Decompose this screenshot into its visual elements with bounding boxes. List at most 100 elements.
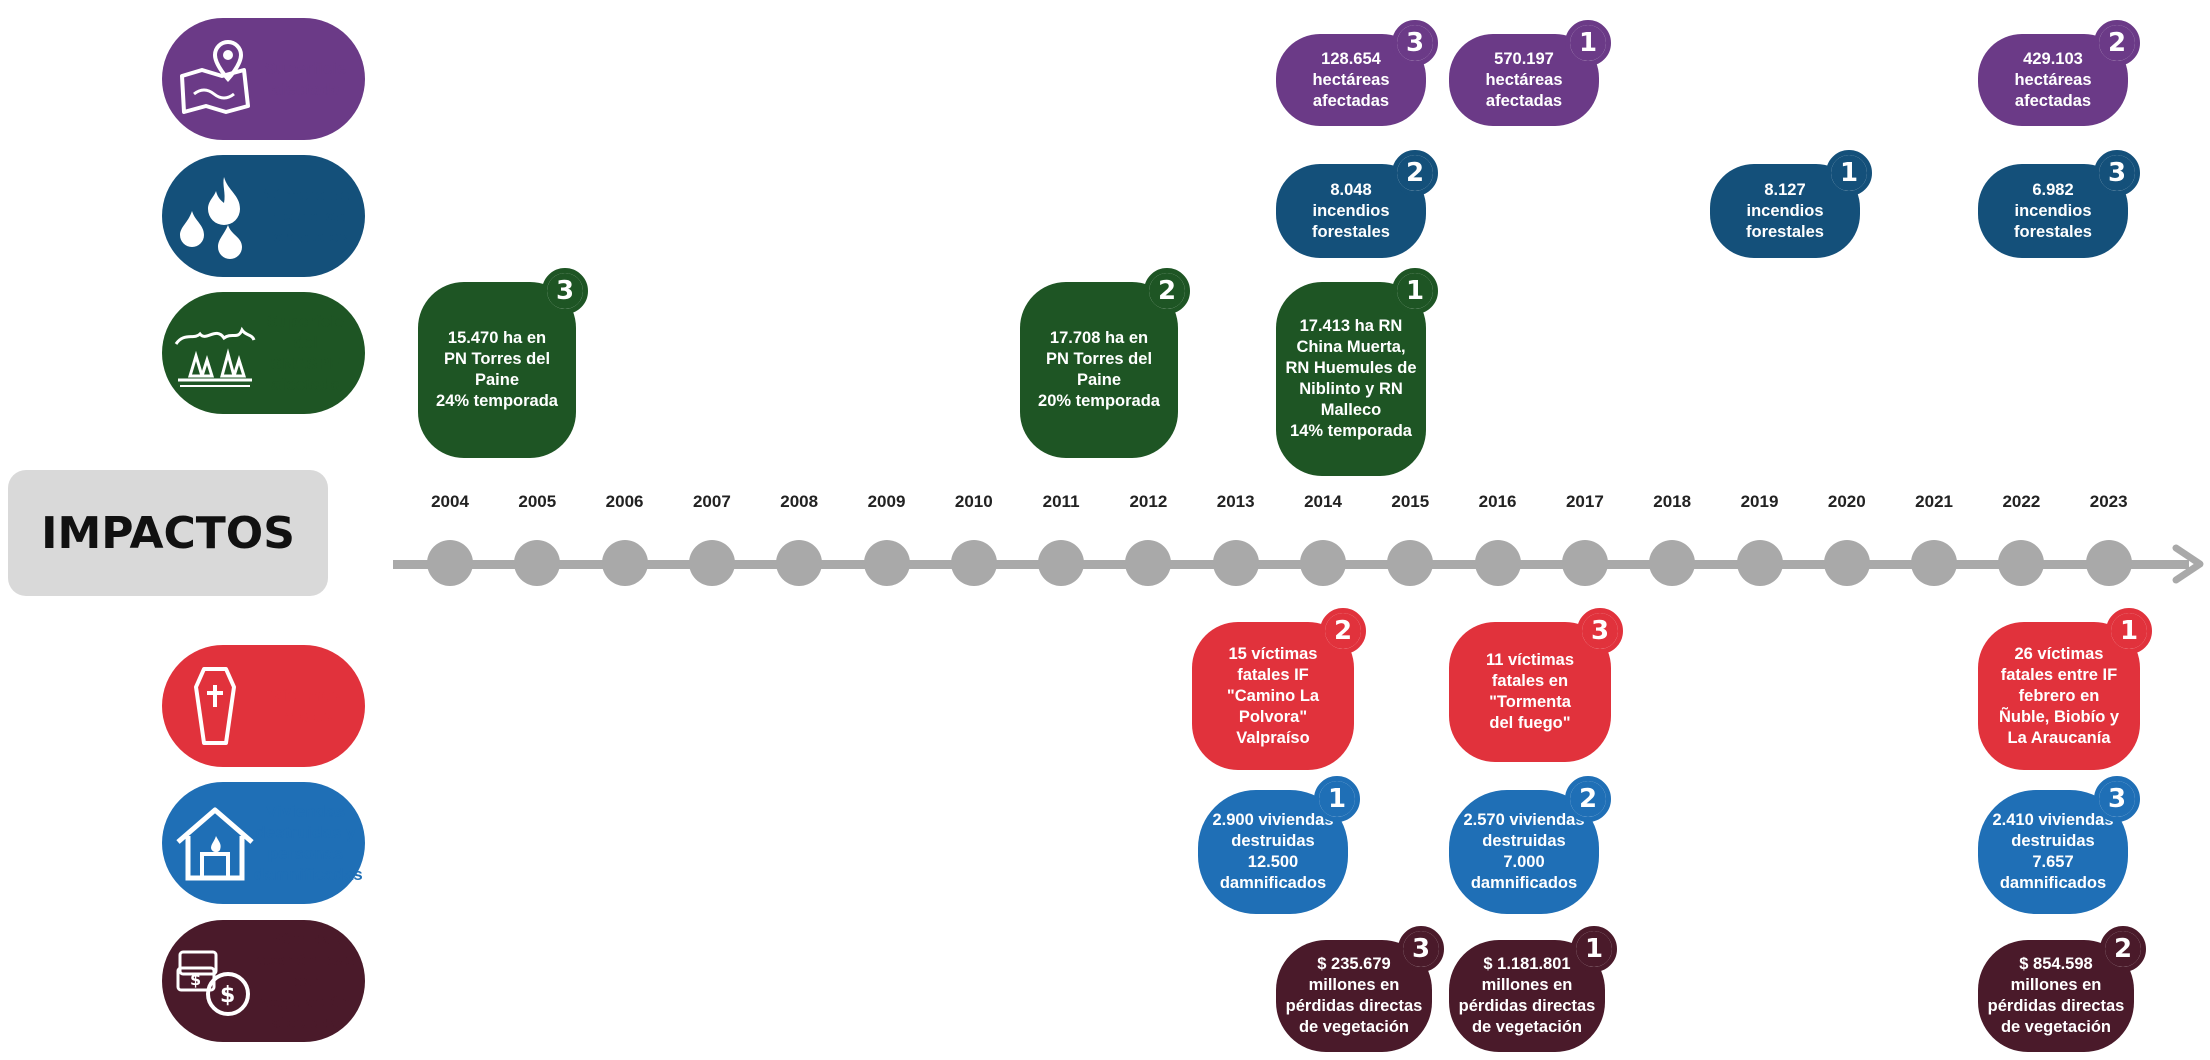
snaspe-2004: 15.470 ha en PN Torres del Paine 24% tem… bbox=[418, 268, 588, 458]
year-dot bbox=[863, 540, 910, 586]
category-snaspe: Superfcie del SNASPE afectada bbox=[162, 292, 365, 414]
perdidas-2016: $ 1.181.801 millones en pérdidas directa… bbox=[1449, 926, 1617, 1052]
year-label: 2021 bbox=[1915, 492, 1953, 511]
category-incendios: Número de Incendios Forestales bbox=[162, 155, 365, 277]
perdidas-2014: $ 235.679 millones en pérdidas directas … bbox=[1276, 926, 1444, 1052]
house-fire-icon bbox=[176, 807, 254, 881]
svg-text:$: $ bbox=[190, 970, 201, 989]
year-dot bbox=[1474, 540, 1521, 586]
rank-badge: 3 bbox=[542, 268, 588, 314]
year-dot bbox=[1038, 540, 1085, 586]
year-dot bbox=[1561, 540, 1608, 586]
pill-text: 11 víctimas fatales en "Tormenta del fue… bbox=[1485, 651, 1575, 732]
incendios-2014: 8.048 incendios forestales 2 bbox=[1276, 150, 1438, 258]
viviendas-2022: 2.410 viviendas destruidas 7.657 damnifi… bbox=[1978, 776, 2140, 914]
year-label: 2015 bbox=[1391, 492, 1430, 511]
impactos-label: IMPACTOS bbox=[8, 470, 328, 596]
pill-text: 2.410 viviendas destruidas 7.657 damnifi… bbox=[1992, 811, 2114, 892]
pill-text: 2.570 viviendas destruidas 7.000 damnifi… bbox=[1463, 811, 1585, 892]
pill-text: 429.103 hectáreas afectadas bbox=[2014, 49, 2092, 110]
year-label: 2023 bbox=[2089, 492, 2128, 511]
svg-text:$: $ bbox=[220, 983, 235, 1008]
year-label: 2020 bbox=[1827, 492, 1866, 511]
perdidas-2022: $ 854.598 millones en pérdidas directas … bbox=[1978, 926, 2146, 1052]
year-dot bbox=[950, 540, 997, 586]
year-label: 2013 bbox=[1216, 492, 1255, 511]
pill-text: 15.470 ha en PN Torres del Paine 24% tem… bbox=[436, 329, 558, 410]
pill-text: 2.900 viviendas destruidas 12.500 damnif… bbox=[1212, 811, 1334, 892]
pill-text: 8.127 incendios forestales bbox=[1746, 180, 1824, 241]
category-viviendas: Viviendas destruidas y personas damnific… bbox=[162, 782, 365, 904]
year-label: 2016 bbox=[1478, 492, 1517, 511]
pill-text: 26 víctimas fatales entre IF febrero en … bbox=[1998, 644, 2120, 747]
pill-text: $ 235.679 millones en pérdidas directas … bbox=[1285, 955, 1423, 1036]
flames-icon bbox=[180, 177, 242, 259]
superficie-2016: 570.197 hectáreas afectadas 1 bbox=[1449, 20, 1611, 126]
year-label: 2010 bbox=[954, 492, 993, 511]
category-label: Superfcie del SNASPE afectada bbox=[266, 312, 345, 394]
category-label: Número de Incendios Forestales bbox=[261, 185, 350, 247]
pill-text: 17.708 ha en PN Torres del Paine 20% tem… bbox=[1038, 329, 1160, 410]
rank-badge: 3 bbox=[2094, 776, 2140, 822]
coffin-icon bbox=[194, 667, 236, 745]
victimas-2022: 26 víctimas fatales entre IF febrero en … bbox=[1978, 608, 2152, 770]
year-label: 2004 bbox=[431, 492, 469, 511]
pill-text: 570.197 hectáreas afectadas bbox=[1485, 49, 1563, 110]
victimas-2013: 15 víctimas fatales IF "Camino La Polvor… bbox=[1192, 608, 1366, 770]
rank-badge: 2 bbox=[1392, 150, 1438, 196]
year-dot bbox=[601, 540, 648, 586]
year-label: 2008 bbox=[780, 492, 819, 511]
rank-badge: 1 bbox=[1392, 268, 1438, 314]
category-label: Viviendas destruidas y personas damnific… bbox=[254, 802, 363, 884]
category-label: Superficie afectada bbox=[264, 59, 347, 99]
pill-text: 128.654 hectáreas afectadas bbox=[1312, 49, 1390, 110]
incendios-2019: 8.127 incendios forestales 1 bbox=[1710, 150, 1872, 258]
year-label: 2012 bbox=[1129, 492, 1168, 511]
pill-text: 8.048 incendios forestales bbox=[1312, 180, 1390, 241]
rank-badge: 3 bbox=[2094, 150, 2140, 196]
timeline-axis bbox=[393, 560, 2189, 569]
pill-text: 15 víctimas fatales IF "Camino La Polvor… bbox=[1226, 644, 1320, 747]
pill-text: $ 854.598 millones en pérdidas directas … bbox=[1987, 955, 2125, 1036]
year-label: 2014 bbox=[1304, 492, 1342, 511]
rank-badge: 1 bbox=[1565, 20, 1611, 66]
year-dot bbox=[1212, 540, 1259, 586]
rank-badge: 1 bbox=[2106, 608, 2152, 654]
year-label: 2022 bbox=[2002, 492, 2041, 511]
category-label: Víctimas fatales bbox=[270, 686, 341, 726]
rank-badge: 1 bbox=[1826, 150, 1872, 196]
rank-badge: 2 bbox=[2100, 926, 2146, 972]
rank-badge: 3 bbox=[1392, 20, 1438, 66]
year-label: 2009 bbox=[867, 492, 906, 511]
rank-badge: 3 bbox=[1577, 608, 1623, 654]
year-label: 2011 bbox=[1042, 492, 1080, 511]
category-label: Pérdidas económicas por vegetación afect… bbox=[256, 929, 355, 1033]
year-dot bbox=[776, 540, 823, 586]
rank-badge: 1 bbox=[1314, 776, 1360, 822]
year-dot bbox=[1649, 540, 1696, 586]
pill-text: $ 1.181.801 millones en pérdidas directa… bbox=[1458, 955, 1596, 1036]
category-victimas: Víctimas fatales bbox=[162, 645, 365, 767]
year-dot bbox=[1387, 540, 1434, 586]
year-dot bbox=[1125, 540, 1172, 586]
rank-badge: 2 bbox=[2094, 20, 2140, 66]
year-dot bbox=[1911, 540, 1958, 586]
year-dot bbox=[1823, 540, 1870, 586]
rank-badge: 1 bbox=[1571, 926, 1617, 972]
rank-badge: 2 bbox=[1144, 268, 1190, 314]
year-dot bbox=[1736, 540, 1783, 586]
year-label: 2017 bbox=[1565, 492, 1604, 511]
rank-badge: 2 bbox=[1320, 608, 1366, 654]
year-dot bbox=[1300, 540, 1346, 586]
superficie-2014: 128.654 hectáreas afectadas 3 bbox=[1276, 20, 1438, 126]
year-dot bbox=[688, 540, 735, 586]
viviendas-2016: 2.570 viviendas destruidas 7.000 damnifi… bbox=[1449, 776, 1611, 914]
year-dot bbox=[514, 540, 561, 586]
category-perdidas: $ $ Pérdidas económicas por vegetación a… bbox=[162, 920, 365, 1042]
rank-badge: 3 bbox=[1398, 926, 1444, 972]
victimas-2016: 11 víctimas fatales en "Tormenta del fue… bbox=[1449, 608, 1623, 762]
superficie-2022: 429.103 hectáreas afectadas 2 bbox=[1978, 20, 2140, 126]
pill-text: 6.982 incendios forestales bbox=[2014, 180, 2092, 241]
year-dot bbox=[427, 540, 473, 586]
timeline-arrow-icon bbox=[2172, 544, 2204, 584]
